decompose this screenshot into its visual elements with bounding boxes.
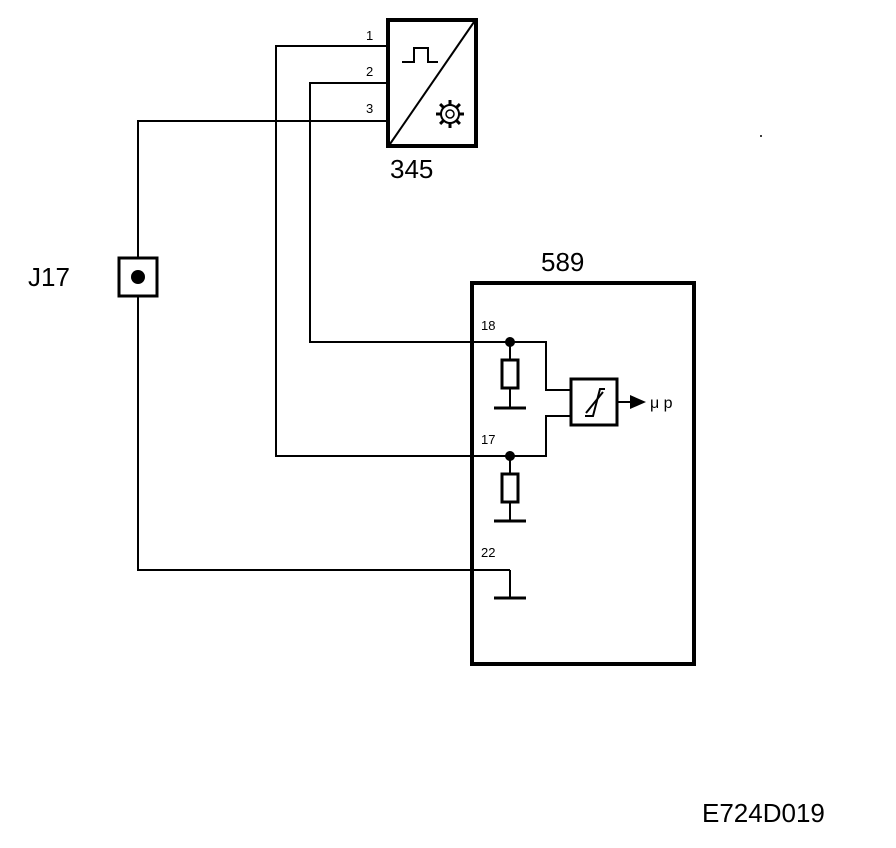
hysteresis-symbol: [585, 388, 605, 417]
sensor-pin-2: 2: [366, 64, 373, 79]
ecu-pin-22: 22: [481, 545, 495, 560]
wire-pin2-to-18: [309, 82, 510, 343]
wire-pin1-to-17: [275, 45, 510, 457]
sensor-divider-line: [389, 21, 475, 145]
ecu-pin-18: 18: [481, 318, 495, 333]
toothed-wheel-icon: [436, 100, 464, 128]
junction-j17: J17: [28, 256, 159, 298]
ecu-589-box: [470, 281, 696, 666]
speck: [760, 135, 762, 137]
ecu-id: 589: [541, 247, 584, 277]
sensor-id: 345: [390, 154, 433, 184]
resistor-icon: [500, 358, 520, 390]
sensor-345: 1 2 3 345: [366, 18, 478, 184]
sensor-pin-3: 3: [366, 101, 373, 116]
wire-pin3-to-22: [137, 120, 510, 571]
junction-label: J17: [28, 262, 70, 292]
figure-code: E724D019: [702, 798, 825, 828]
wire-17-to-amp: [510, 415, 571, 457]
ecu-pin-17: 17: [481, 432, 495, 447]
junction-dot: [131, 270, 145, 284]
ecu-589: 589 18 17 22 μ p: [470, 247, 696, 666]
wire-18-to-amp: [510, 341, 571, 391]
arrow-right-icon: [630, 395, 646, 409]
output-label: μ p: [650, 395, 673, 412]
resistor-icon: [500, 472, 520, 504]
square-pulse-icon: [402, 47, 438, 63]
wires: [137, 45, 510, 571]
sensor-pin-1: 1: [366, 28, 373, 43]
